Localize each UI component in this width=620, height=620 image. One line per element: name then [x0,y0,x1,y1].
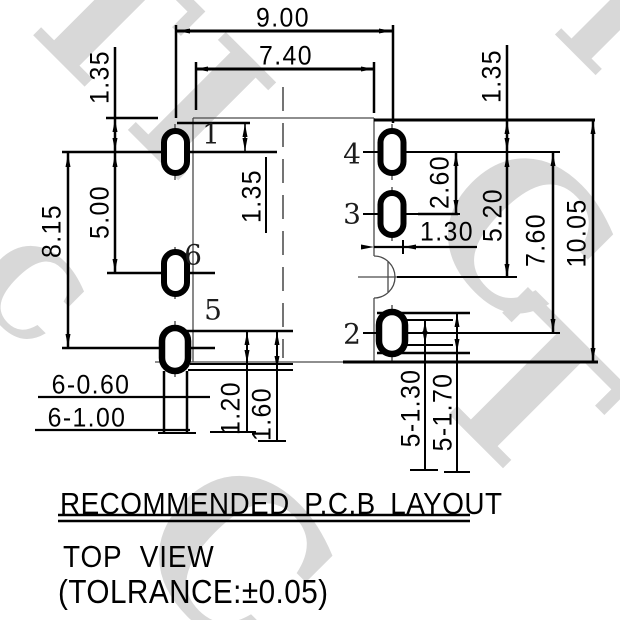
dim-pad5-length: 1.60 [246,387,277,441]
pad-number-6: 6 [184,238,202,272]
dim-pad-length-others: 5-1.70 [427,372,458,452]
dim-notch-span: 5.20 [477,188,508,242]
pad-number-3: 3 [343,197,361,231]
pad-number-4: 4 [343,137,361,171]
pad-1 [161,128,190,176]
dim-right-pitch-top: 2.60 [424,155,455,209]
pad-number-5: 5 [204,293,222,327]
pad-number-2: 2 [343,317,361,351]
dim-hole-width-all: 6-0.60 [51,369,131,400]
dim-pad-top-offset-left: 1.35 [84,50,115,104]
view-label: TOP VIEW [63,539,215,574]
pad-5 [158,324,192,375]
drawing-title: RECOMMENDED P.C.B LAYOUT [60,486,503,521]
dim-pad5-hole-length: 1.20 [215,381,246,435]
dim-notch-offset: 1.30 [420,216,474,247]
dim-right-span: 7.60 [520,213,551,267]
pad-6 [161,249,190,297]
pad-4 [377,128,407,176]
dim-hole-length-others: 5-1.30 [395,368,426,448]
pads [158,128,409,375]
dim-pad-width-all: 6-1.00 [47,402,127,433]
dim-pad-top-offset-mid: 1.35 [236,169,267,223]
dim-left-pitch: 5.00 [84,185,115,239]
pad-2 [375,308,409,358]
title-underline [58,513,470,523]
pad-number-1: 1 [202,117,220,151]
dim-left-span: 8.15 [36,204,67,258]
dim-overall-width: 9.00 [256,2,310,33]
main-dimension-lines [177,29,598,364]
dim-overall-height: 10.05 [561,198,592,268]
pad-3 [377,190,407,238]
dimension-arrows [65,28,596,369]
dim-pad-top-offset-right: 1.35 [476,49,507,103]
tolerance-note: (TOLRANCE:±0.05) [58,573,329,610]
dim-body-width: 7.40 [259,40,313,71]
